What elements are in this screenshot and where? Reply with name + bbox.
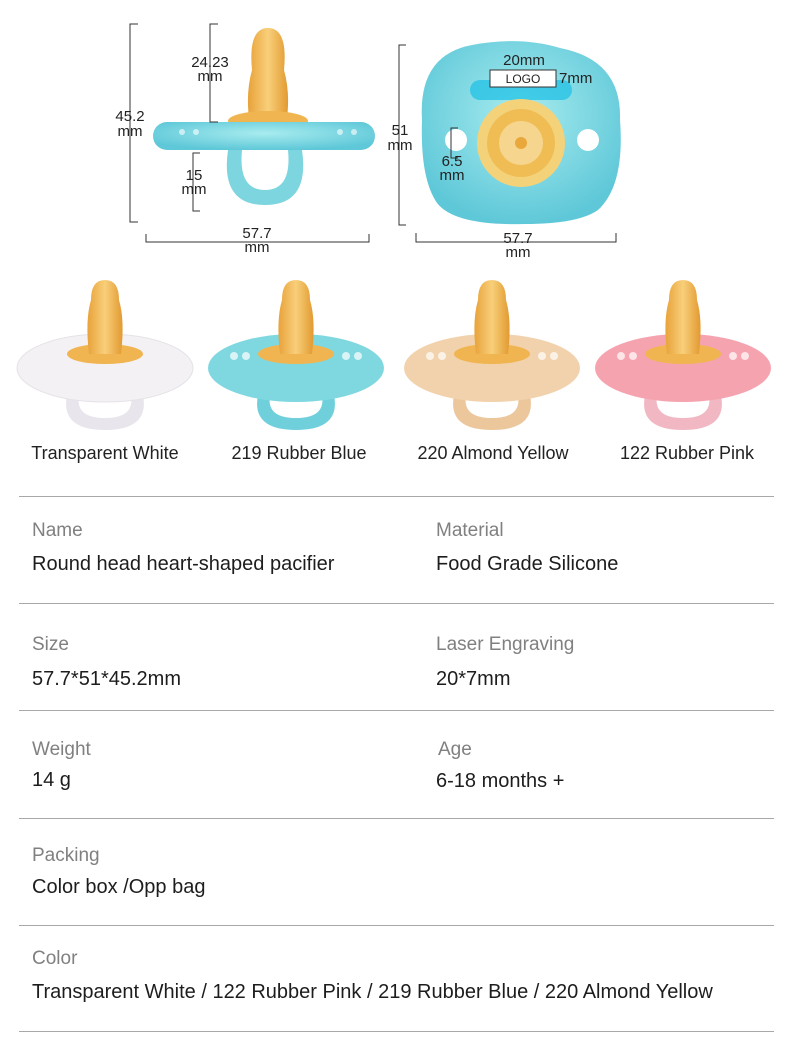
variant-label-transparent-white: Transparent White	[31, 443, 179, 463]
svg-text:6.5: 6.5	[442, 153, 463, 170]
front-width-unit: mm	[506, 244, 531, 261]
variant-label-almond-yellow: 220 Almond Yellow	[417, 443, 569, 463]
spec-value-name: Round head heart-shaped pacifier	[32, 553, 335, 575]
dimension-diagram: 45.2 mm 24.23 mm 15 mm 57.7 mm 51 mm 20m…	[115, 23, 621, 261]
spec-value-material: Food Grade Silicone	[436, 553, 619, 575]
svg-text:LOGO: LOGO	[506, 72, 541, 86]
side-width-unit: mm	[245, 239, 270, 256]
spec-label-engraving: Laser Engraving	[436, 634, 575, 655]
svg-text:mm: mm	[182, 181, 207, 198]
spec-value-engraving: 20*7mm	[436, 668, 511, 690]
variant-image-transparent-white	[16, 280, 194, 430]
spec-value-size: 57.7*51*45.2mm	[32, 668, 181, 690]
svg-text:20mm: 20mm	[503, 52, 545, 69]
spec-value-color: Transparent White / 122 Rubber Pink / 21…	[32, 981, 713, 1003]
svg-text:mm: mm	[198, 68, 223, 85]
teat-height-value: 24.23	[191, 54, 229, 71]
spec-label-age: Age	[438, 739, 472, 760]
svg-text:24.23: 24.23	[191, 54, 229, 71]
logo-width-label: 20mm	[503, 52, 545, 69]
variant-image-rubber-pink	[595, 280, 771, 430]
svg-text:15: 15	[186, 167, 203, 184]
spec-value-packing: Color box /Opp bag	[32, 876, 206, 898]
side-width-value: 57.7	[242, 225, 271, 242]
divider	[19, 603, 774, 604]
spec-label-material: Material	[436, 520, 504, 541]
spec-label-size: Size	[32, 634, 69, 655]
svg-text:57.7: 57.7	[503, 230, 532, 247]
divider	[19, 925, 774, 926]
handle-height-value: 15	[186, 167, 203, 184]
logo-height-label: 7mm	[559, 70, 592, 87]
svg-text:45.2: 45.2	[115, 108, 144, 125]
svg-text:7mm: 7mm	[559, 70, 592, 87]
spec-label-packing: Packing	[32, 845, 100, 866]
variant-image-almond-yellow	[404, 280, 580, 430]
hole-size-unit: mm	[440, 167, 465, 184]
divider	[19, 496, 774, 497]
teat-height-unit: mm	[198, 68, 223, 85]
handle-height-unit: mm	[182, 181, 207, 198]
spec-label-color: Color	[32, 948, 78, 969]
front-height-value: 51	[392, 122, 409, 139]
svg-text:mm: mm	[388, 137, 413, 154]
logo-placeholder-text: LOGO	[506, 72, 541, 86]
side-view-pacifier	[153, 28, 375, 205]
variant-image-rubber-blue	[208, 280, 384, 430]
spec-label-name: Name	[32, 520, 83, 541]
spec-label-weight: Weight	[32, 739, 91, 760]
svg-text:mm: mm	[506, 244, 531, 261]
side-height-value: 45.2	[115, 108, 144, 125]
divider	[19, 818, 774, 819]
side-height-unit: mm	[118, 123, 143, 140]
variant-label-rubber-blue: 219 Rubber Blue	[231, 443, 367, 463]
divider	[19, 710, 774, 711]
variant-label-rubber-pink: 122 Rubber Pink	[619, 443, 755, 463]
svg-text:57.7: 57.7	[242, 225, 271, 242]
svg-text:51: 51	[392, 122, 409, 139]
svg-text:mm: mm	[118, 123, 143, 140]
svg-text:mm: mm	[440, 167, 465, 184]
divider	[19, 1031, 774, 1032]
spec-value-weight: 14 g	[32, 769, 71, 791]
svg-text:mm: mm	[245, 239, 270, 256]
color-variants	[16, 280, 771, 430]
front-width-value: 57.7	[503, 230, 532, 247]
hole-size-value: 6.5	[442, 153, 463, 170]
spec-value-age: 6-18 months +	[436, 770, 565, 792]
front-height-unit: mm	[388, 137, 413, 154]
